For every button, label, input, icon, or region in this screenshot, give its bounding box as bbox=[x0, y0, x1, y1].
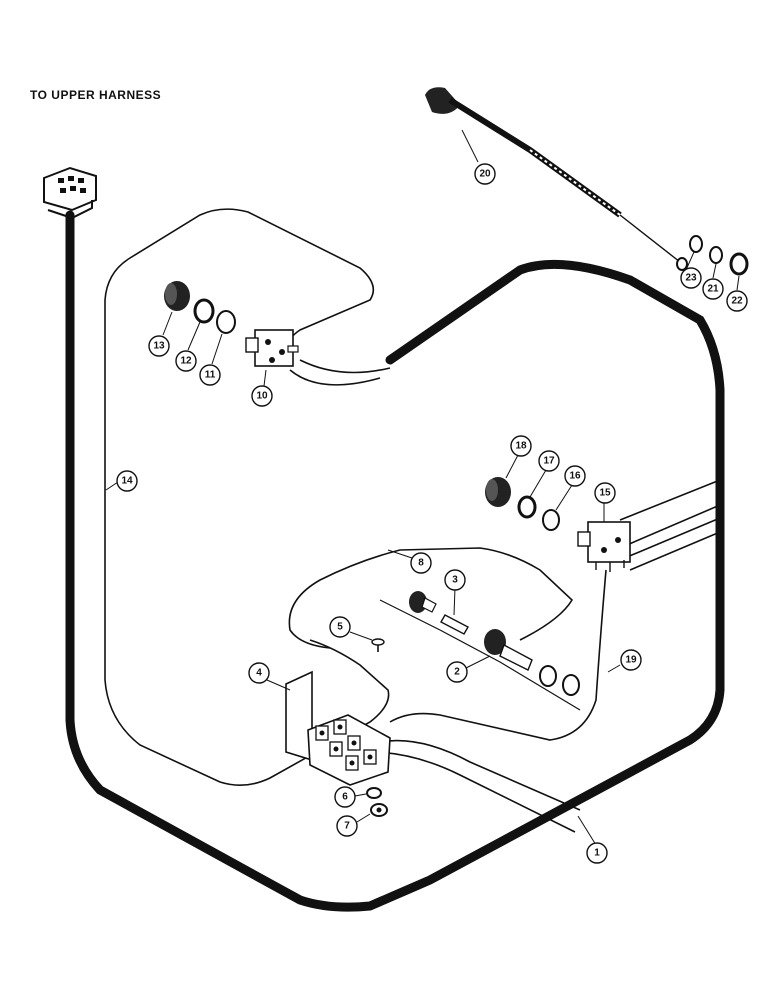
washer-21 bbox=[709, 246, 723, 264]
washer-16 bbox=[542, 509, 560, 531]
callout-12: 12 bbox=[175, 350, 197, 372]
callout-17: 17 bbox=[538, 450, 560, 472]
callout-19: 19 bbox=[620, 649, 642, 671]
fuse-holder-cap bbox=[409, 591, 437, 613]
callout-6-text: 6 bbox=[342, 792, 348, 803]
callout-1: 1 bbox=[586, 842, 608, 864]
callout-7: 7 bbox=[336, 815, 358, 837]
callout-11: 11 bbox=[199, 364, 221, 386]
callout-20: 20 bbox=[474, 163, 496, 185]
upper-harness-label: TO UPPER HARNESS bbox=[30, 88, 162, 102]
callout-22: 22 bbox=[726, 290, 748, 312]
callout-4-text: 4 bbox=[256, 668, 262, 679]
washer-12 bbox=[193, 298, 215, 324]
callout-23: 23 bbox=[680, 267, 702, 289]
wire-loop-14-lower bbox=[104, 639, 390, 786]
switch-10-wires bbox=[299, 359, 391, 374]
knob-18 bbox=[485, 477, 511, 507]
callout-15-text: 15 bbox=[599, 488, 611, 499]
callout-14-text: 14 bbox=[121, 476, 133, 487]
main-harness-cable bbox=[65, 210, 725, 912]
callout-6: 6 bbox=[334, 786, 356, 808]
callout-10: 10 bbox=[251, 385, 273, 407]
fuse-3 bbox=[440, 614, 469, 635]
callout-22-text: 22 bbox=[731, 296, 743, 307]
callout-23-text: 23 bbox=[685, 273, 697, 284]
callout-20-text: 20 bbox=[479, 169, 491, 180]
callout-2-text: 2 bbox=[454, 667, 460, 678]
callout-13: 13 bbox=[148, 335, 170, 357]
terminal-block bbox=[307, 714, 391, 786]
callout-15: 15 bbox=[594, 482, 616, 504]
callout-12-text: 12 bbox=[180, 356, 192, 367]
wire-loop-14 bbox=[104, 208, 375, 680]
switch-15 bbox=[577, 479, 721, 572]
callout-18: 18 bbox=[510, 435, 532, 457]
washer-6 bbox=[366, 787, 382, 799]
callout-4: 4 bbox=[248, 662, 270, 684]
screw-5 bbox=[371, 638, 385, 652]
callout-3-text: 3 bbox=[452, 575, 458, 586]
washer-11 bbox=[216, 310, 236, 334]
callout-5-text: 5 bbox=[337, 622, 343, 633]
callout-17-text: 17 bbox=[543, 456, 555, 467]
toggle-switch-10 bbox=[245, 329, 299, 367]
callout-21-text: 21 bbox=[707, 284, 719, 295]
upper-harness-connector bbox=[43, 166, 97, 220]
fuse-holder-2 bbox=[484, 629, 580, 696]
callout-8: 8 bbox=[410, 552, 432, 574]
callout-5: 5 bbox=[329, 616, 351, 638]
callout-14: 14 bbox=[116, 470, 138, 492]
callout-16-text: 16 bbox=[569, 471, 581, 482]
callout-7-text: 7 bbox=[344, 821, 350, 832]
callout-1-text: 1 bbox=[594, 848, 600, 859]
callout-13-text: 13 bbox=[153, 341, 165, 352]
bracket-4 bbox=[285, 670, 313, 762]
wire-8 bbox=[288, 547, 574, 649]
callout-10-text: 10 bbox=[256, 391, 268, 402]
callout-16: 16 bbox=[564, 465, 586, 487]
callout-3: 3 bbox=[444, 569, 466, 591]
callout-11-text: 11 bbox=[205, 370, 216, 381]
callout-21: 21 bbox=[702, 278, 724, 300]
leader-lines bbox=[105, 129, 740, 846]
wire-1 bbox=[379, 739, 581, 811]
callout-18-text: 18 bbox=[515, 441, 527, 452]
callout-2: 2 bbox=[446, 661, 468, 683]
washer-17 bbox=[517, 495, 537, 519]
control-cable-20 bbox=[425, 87, 688, 271]
fuse-wire bbox=[379, 599, 581, 711]
nut-7 bbox=[370, 803, 388, 817]
knob-13 bbox=[164, 281, 190, 311]
callout-8-text: 8 bbox=[418, 558, 424, 569]
nut-23 bbox=[689, 235, 703, 253]
callout-19-text: 19 bbox=[625, 655, 637, 666]
washer-22 bbox=[729, 252, 749, 276]
wire-19 bbox=[389, 569, 607, 741]
